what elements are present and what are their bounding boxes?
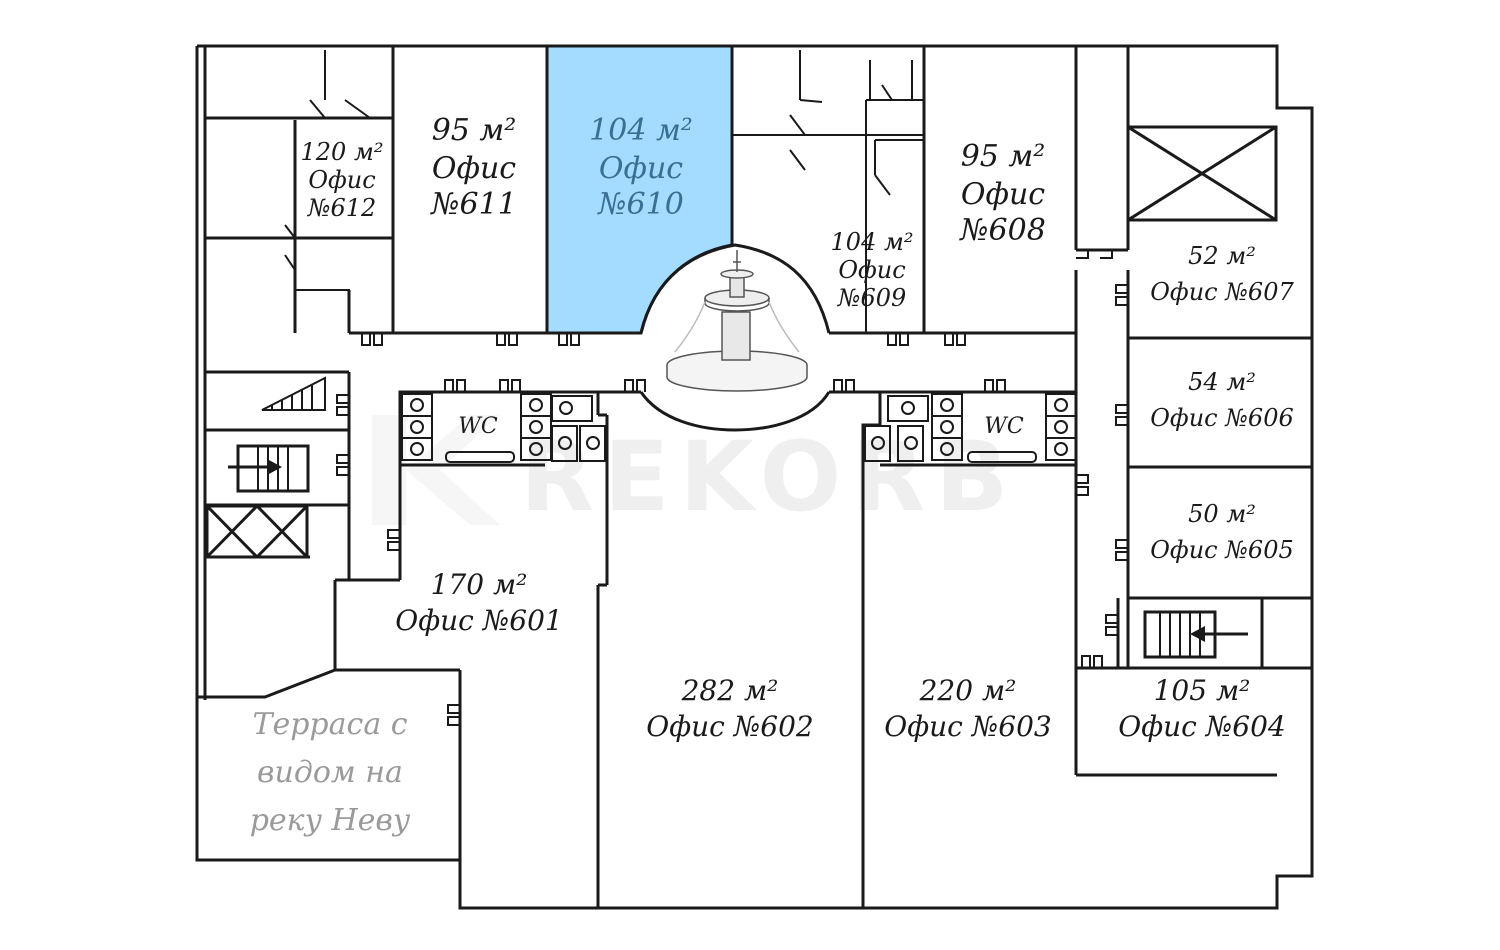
office-605-area: 50 м² xyxy=(1188,500,1256,528)
office-608-area: 95 м² xyxy=(961,139,1046,174)
office-606-name: Офис №606 xyxy=(1150,404,1294,432)
wc-label-left: WC xyxy=(458,414,498,439)
wc-fixtures-right xyxy=(864,393,1077,463)
office-610[interactable]: 104 м² Офис №610 xyxy=(589,113,693,222)
office-604-area: 105 м² xyxy=(1154,674,1251,707)
office-603-name: Офис №603 xyxy=(884,710,1051,743)
terrace-label-line2: видом на xyxy=(257,755,403,790)
office-606-area: 54 м² xyxy=(1188,368,1256,396)
terrace: Терраса с видом на реку Неву xyxy=(250,707,411,838)
office-602-area: 282 м² xyxy=(681,674,779,707)
watermark-text: REKORB xyxy=(520,421,1018,533)
door-markers xyxy=(336,249,1128,726)
top-row-walls xyxy=(205,46,1078,335)
office-611-area: 95 м² xyxy=(432,113,517,148)
office-603[interactable]: 220 м² Офис №603 xyxy=(884,674,1051,743)
office-609[interactable]: 104 м² Офис №609 xyxy=(831,228,914,312)
office-612-area: 120 м² xyxy=(301,138,384,166)
office-609-area: 104 м² xyxy=(831,228,914,256)
office-610-number: №610 xyxy=(596,187,684,222)
wc-label-right: WC xyxy=(984,414,1024,439)
office-608-number: №608 xyxy=(958,213,1046,248)
office-612[interactable]: 120 м² Офис №612 xyxy=(301,138,384,222)
office-608[interactable]: 95 м² Офис №608 xyxy=(958,139,1046,248)
office-611-number: №611 xyxy=(429,187,517,222)
office-601[interactable]: 170 м² Офис №601 xyxy=(395,568,562,637)
office-605[interactable]: 50 м² Офис №605 xyxy=(1150,500,1294,564)
right-column-walls xyxy=(1074,46,1312,777)
office-611[interactable]: 95 м² Офис №611 xyxy=(429,113,517,222)
office-601-name: Офис №601 xyxy=(395,604,562,637)
office-606[interactable]: 54 м² Офис №606 xyxy=(1150,368,1294,432)
office-608-name: Офис xyxy=(961,177,1045,212)
office-607[interactable]: 52 м² Офис №607 xyxy=(1150,242,1294,306)
office-607-name: Офис №607 xyxy=(1150,278,1294,306)
office-612-name: Офис xyxy=(308,166,375,194)
office-609-name: Офис xyxy=(838,256,905,284)
office-610-name: Офис xyxy=(599,151,683,186)
office-602[interactable]: 282 м² Офис №602 xyxy=(646,674,813,743)
office-605-name: Офис №605 xyxy=(1150,536,1294,564)
office-601-area: 170 м² xyxy=(431,568,528,601)
office-604[interactable]: 105 м² Офис №604 xyxy=(1118,674,1285,743)
office-604-name: Офис №604 xyxy=(1118,710,1285,743)
wc-fixtures-left xyxy=(401,393,606,463)
office-607-area: 52 м² xyxy=(1188,242,1256,270)
office-609-number: №609 xyxy=(837,284,907,312)
office-603-area: 220 м² xyxy=(919,674,1017,707)
office-612-number: №612 xyxy=(307,194,377,222)
terrace-label-line3: реку Неву xyxy=(250,803,411,838)
office-610-area: 104 м² xyxy=(589,113,693,148)
terrace-label-line1: Терраса с xyxy=(252,707,407,742)
office-611-name: Офис xyxy=(432,151,516,186)
fountain-icon xyxy=(666,250,808,392)
office-602-name: Офис №602 xyxy=(646,710,813,743)
